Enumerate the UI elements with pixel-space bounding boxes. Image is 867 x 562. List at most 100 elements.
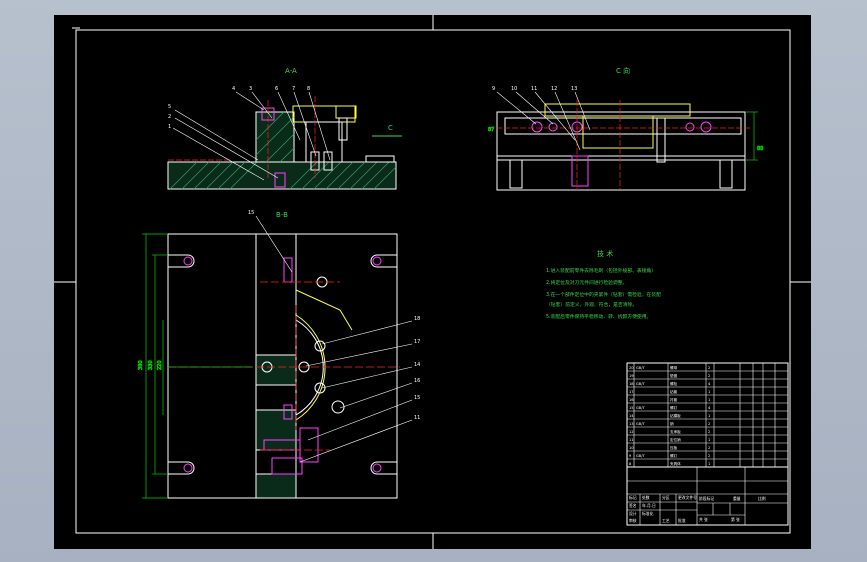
side-leader-lines <box>496 91 591 151</box>
plan-slot-ends <box>183 256 382 473</box>
side-pin <box>571 155 589 187</box>
parts-cell: 钻套 <box>670 389 678 394</box>
front-support-hatch <box>255 111 295 163</box>
parts-cell: 2 <box>708 430 710 434</box>
parts-cell: GB/T <box>636 454 645 458</box>
front-pin <box>274 172 286 188</box>
svg-text:11: 11 <box>414 415 420 421</box>
front-stud <box>338 117 348 141</box>
title-cell: 签名 <box>629 503 637 508</box>
parts-cell: 1 <box>708 398 710 402</box>
plan-jig-plate <box>295 319 324 416</box>
title-cell: 阶段标记 <box>699 496 714 501</box>
title-cell: 共 张 <box>699 517 708 522</box>
title-cell: 标准化 <box>642 511 654 516</box>
parts-cell: GB/T <box>636 406 645 410</box>
parts-cell: 2 <box>708 374 710 378</box>
tech-note-4: （钻套）前定义，外观、符合，是否清除。 <box>546 301 637 308</box>
svg-text:4: 4 <box>232 86 235 92</box>
view-arrow-c: C <box>372 124 402 137</box>
svg-text:3: 3 <box>249 86 252 92</box>
svg-text:6: 6 <box>275 86 278 92</box>
svg-text:17: 17 <box>414 339 420 345</box>
title-block-grid <box>627 467 788 525</box>
svg-text:87: 87 <box>488 127 494 133</box>
svg-text:12: 12 <box>551 86 557 92</box>
title-cell: 设计 <box>629 511 637 516</box>
parts-cell: 钻模板 <box>670 413 681 418</box>
parts-cell: 螺母 <box>670 365 678 370</box>
front-right-plate <box>365 155 395 163</box>
plan-view-title: B-B <box>276 211 288 219</box>
parts-cell: 压板 <box>670 445 678 450</box>
front-center-lines <box>168 96 316 180</box>
parts-cell: 10 <box>629 446 634 450</box>
front-base <box>167 161 397 190</box>
front-clamp-bolt2 <box>323 151 333 171</box>
svg-text:10: 10 <box>511 86 517 92</box>
parts-cell: 2 <box>708 366 710 370</box>
svg-text:11: 11 <box>531 86 537 92</box>
parts-cell: 17 <box>629 390 634 394</box>
parts-cell: 11 <box>629 438 634 442</box>
side-dimension: 88 87 <box>488 111 764 161</box>
parts-cell: 2 <box>708 454 710 458</box>
parts-cell: 8 <box>629 462 632 466</box>
side-bolt <box>656 117 666 163</box>
plan-slots <box>168 254 397 475</box>
title-block-frame <box>626 466 789 526</box>
side-foot-right <box>719 159 733 189</box>
svg-text:16: 16 <box>414 378 420 384</box>
plan-plate-section <box>255 354 297 386</box>
plan-leader-lines <box>255 215 413 463</box>
front-support <box>255 111 295 163</box>
parts-cell: 12 <box>629 430 634 434</box>
parts-cell: 支承板 <box>670 429 681 434</box>
parts-cell: 2 <box>708 446 710 450</box>
side-screws <box>531 121 712 133</box>
svg-text:14: 14 <box>414 362 420 368</box>
title-cell: 更改文件号 <box>678 495 697 500</box>
parts-cell: 螺栓 <box>670 381 678 386</box>
front-view: A-A <box>167 67 402 190</box>
side-center-lines <box>488 100 752 190</box>
svg-text:220: 220 <box>157 360 163 370</box>
svg-text:2: 2 <box>168 114 171 120</box>
svg-text:18: 18 <box>414 316 420 322</box>
side-body <box>496 111 746 161</box>
plan-view: B-B <box>138 210 420 499</box>
svg-text:5: 5 <box>168 104 171 110</box>
title-block: 标记处数分区更改文件号签名年.月.日设计标准化阶段标记重量比例审核工艺批准共 张… <box>626 466 789 526</box>
svg-text:13: 13 <box>571 86 577 92</box>
tech-note-1: 1.进入装配前零件去除毛刺（包括外棱部、表棱角） <box>546 267 656 274</box>
frame-center-marks <box>54 15 811 549</box>
front-balloons: 4 3 6 7 8 5 2 1 <box>168 86 310 130</box>
parts-cell: 1 <box>708 414 710 418</box>
parts-cell: 2 <box>708 422 710 426</box>
side-view: C 向 88 87 <box>488 66 764 191</box>
tech-notes-title: 技 术 <box>597 249 613 258</box>
parts-cell: 1 <box>708 390 710 394</box>
parts-cell: 14 <box>629 414 634 418</box>
front-leader-lines <box>172 91 331 181</box>
parts-cell: 16 <box>629 398 634 402</box>
svg-text:8: 8 <box>307 86 310 92</box>
parts-cell: GB/T <box>636 422 645 426</box>
side-base <box>496 155 746 191</box>
title-block-cells: 标记处数分区更改文件号签名年.月.日设计标准化阶段标记重量比例审核工艺批准共 张… <box>629 495 766 523</box>
plan-screws <box>263 257 319 475</box>
plan-plate-section2 <box>255 409 297 451</box>
side-workpiece-block <box>582 115 654 149</box>
parts-cell: 15 <box>629 406 634 410</box>
title-cell: 年.月.日 <box>642 503 656 508</box>
parts-cell: 4 <box>708 406 711 410</box>
title-cell: 比例 <box>758 496 766 501</box>
parts-cell: 垫圈 <box>670 373 678 378</box>
plan-workpiece <box>295 314 326 421</box>
side-foot-left <box>509 159 523 189</box>
side-slot <box>504 117 742 135</box>
plan-plate-section3 <box>255 473 297 499</box>
plan-balloons: 15 18 17 14 16 15 11 <box>248 210 420 421</box>
